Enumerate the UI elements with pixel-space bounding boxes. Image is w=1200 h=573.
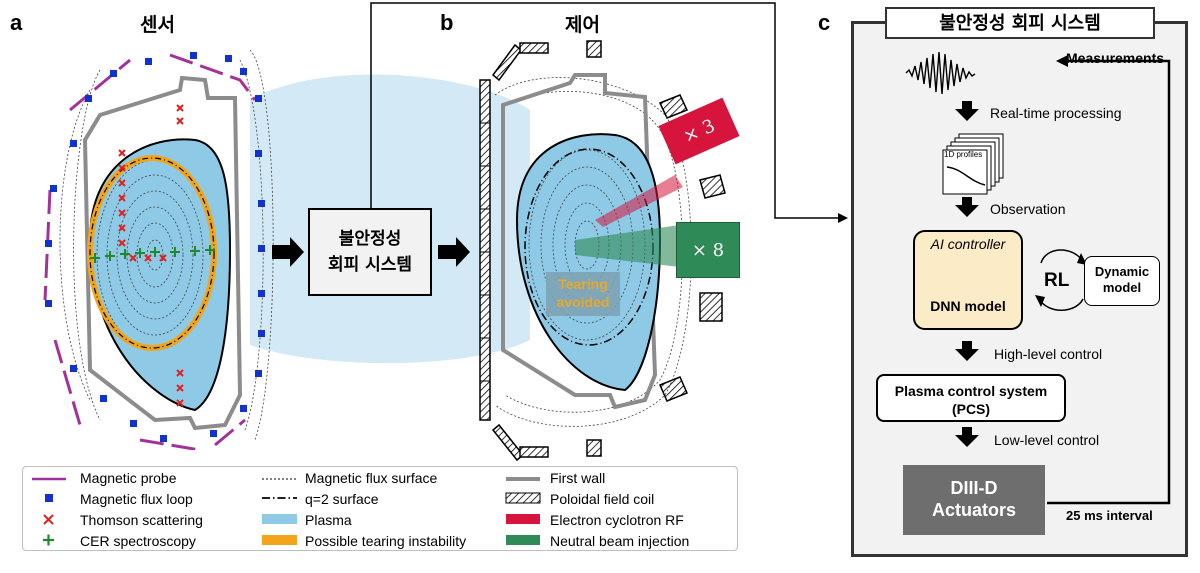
instability-avoidance-system-box: 불안정성 회피 시스템: [308, 208, 432, 296]
dnn-model-label: DNN model: [930, 298, 1006, 314]
poloidal-field-coils: [491, 40, 726, 462]
ai-controller-box: AI controller DNN model: [913, 230, 1023, 330]
tokamak-control-diagram: [479, 40, 726, 462]
nbi-count-label: × 8: [691, 239, 725, 261]
actuators-line1: DIII-D: [950, 478, 998, 498]
legend-ecrf-swatch: [506, 514, 540, 524]
plasma-shape: [88, 138, 232, 412]
feedback-line: [1047, 59, 1171, 505]
connector-arrowhead: [838, 213, 848, 223]
rl-cycle-arrow-top: [1040, 249, 1084, 264]
dynamic-model-line2: model: [1102, 280, 1142, 295]
legend-magnetic-flux-surface: Magnetic flux surface: [305, 470, 438, 486]
high-level-control-label: High-level control: [994, 346, 1103, 362]
panel-b-letter: b: [440, 10, 454, 35]
profile-stack-icon: [942, 133, 1004, 195]
legend-flux-loop-swatch: [45, 494, 53, 502]
legend-neutral-beam-injection: Neutral beam injection: [550, 533, 690, 549]
diii-d-actuators-box: DIII-D Actuators: [903, 465, 1045, 535]
observation-label: Observation: [990, 201, 1066, 217]
legend-thomson-scattering: Thomson scattering: [80, 512, 203, 528]
magnetic-flux-surfaces-outer: [59, 49, 274, 441]
low-level-control-label: Low-level control: [994, 432, 1100, 448]
panel-a-letter: a: [10, 10, 23, 35]
arrow-to-center-box: [272, 237, 304, 267]
first-wall-b: [501, 73, 658, 410]
legend-first-wall: First wall: [550, 470, 606, 486]
pcs-box: Plasma control system (PCS): [876, 374, 1066, 422]
legend-cer-spectroscopy: CER spectroscopy: [80, 533, 196, 549]
legend-plasma-swatch: [262, 514, 297, 524]
legend-plasma: Plasma: [305, 512, 352, 528]
dynamic-model-box: Dynamic model: [1084, 256, 1160, 306]
dynamic-model-line1: Dynamic: [1094, 264, 1150, 279]
profiles-label: 1D profiles: [944, 150, 983, 159]
realtime-processing-label: Real-time processing: [990, 105, 1122, 121]
actuators-line2: Actuators: [931, 500, 1016, 520]
connector-line: [370, 2, 840, 219]
measurement-signal-waveform: [905, 51, 976, 95]
q2-surface: [89, 157, 215, 349]
pcs-line1: Plasma control system: [894, 383, 1048, 399]
legend-thomson-swatch: [43, 514, 54, 525]
legend-swatches: [32, 477, 541, 546]
magnetic-flux-loops: [45, 52, 265, 442]
legend-magnetic-probe: Magnetic probe: [80, 470, 177, 486]
legend-possible-tearing-instability: Possible tearing instability: [305, 533, 467, 549]
legend-magnetic-flux-loop: Magnetic flux loop: [80, 491, 193, 507]
legend-electron-cyclotron-rf: Electron cyclotron RF: [550, 512, 684, 528]
panel-a-title: 센서: [140, 14, 175, 36]
first-wall: [82, 75, 243, 431]
feedback-arrowhead: [1056, 55, 1068, 67]
legend-nbi-swatch: [506, 535, 540, 545]
poloidal-field-coil-stack: [479, 79, 491, 421]
down-arrows: [955, 101, 979, 447]
nbi-beam: [575, 225, 680, 267]
legend-pf-coil-swatch: [505, 492, 541, 504]
panel-c-letter: c: [818, 10, 831, 35]
thomson-scattering-points: [118, 104, 184, 407]
arrow-to-panel-b: [438, 237, 470, 267]
interval-label: 25 ms interval: [1066, 508, 1153, 523]
rl-label: RL: [1044, 270, 1070, 291]
tearing-avoided-line1: Tearing: [558, 276, 608, 292]
nbi-injector: × 8: [676, 222, 740, 278]
legend-cer-swatch: [43, 534, 54, 546]
ecrf-beam: [595, 175, 683, 227]
pcs-line2: (PCS): [951, 401, 991, 417]
center-box-line2: 회피 시스템: [327, 255, 413, 275]
center-box-line1: 불안정성: [338, 229, 402, 249]
ecrf-count-label: × 3: [679, 114, 719, 148]
rl-cycle-arrow-bottom: [1038, 298, 1084, 311]
legend-q2-surface: q=2 surface: [305, 491, 379, 507]
panel-c-title: 불안정성 회피 시스템: [885, 7, 1155, 39]
tearing-avoided-line2: avoided: [556, 294, 610, 310]
panel-b-title: 제어: [565, 14, 600, 36]
ai-controller-label: AI controller: [930, 236, 1006, 252]
legend-tearing-swatch: [262, 535, 297, 545]
legend: [22, 466, 738, 551]
measurements-label: Measurements: [1066, 50, 1165, 66]
tokamak-sensors-diagram: [43, 49, 274, 450]
cer-spectroscopy-points: [90, 245, 215, 263]
tearing-avoided-label: Tearing avoided: [546, 272, 620, 316]
legend-poloidal-field-coil: Poloidal field coil: [550, 491, 655, 507]
